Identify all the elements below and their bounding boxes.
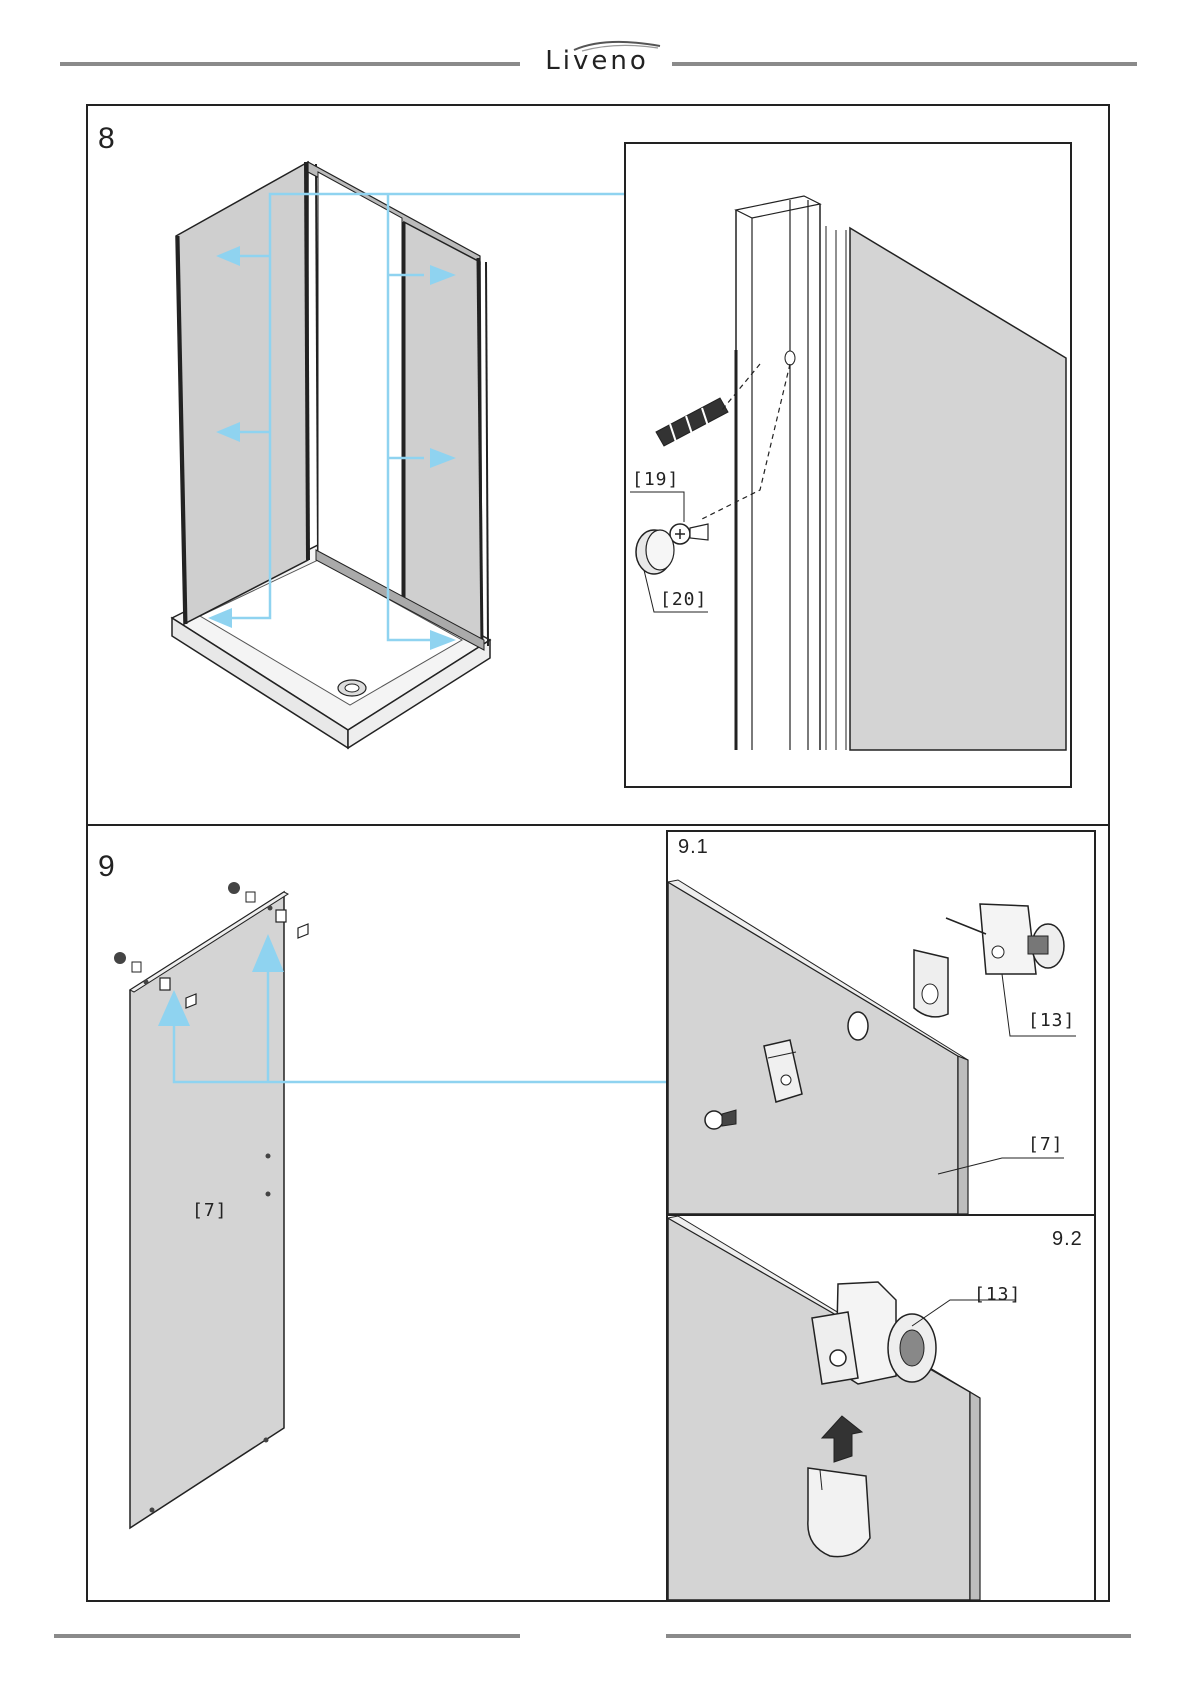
- footer-rule-right: [666, 1634, 1131, 1638]
- callout-13-b: [13]: [974, 1284, 1021, 1305]
- footer-rule-left: [54, 1634, 520, 1638]
